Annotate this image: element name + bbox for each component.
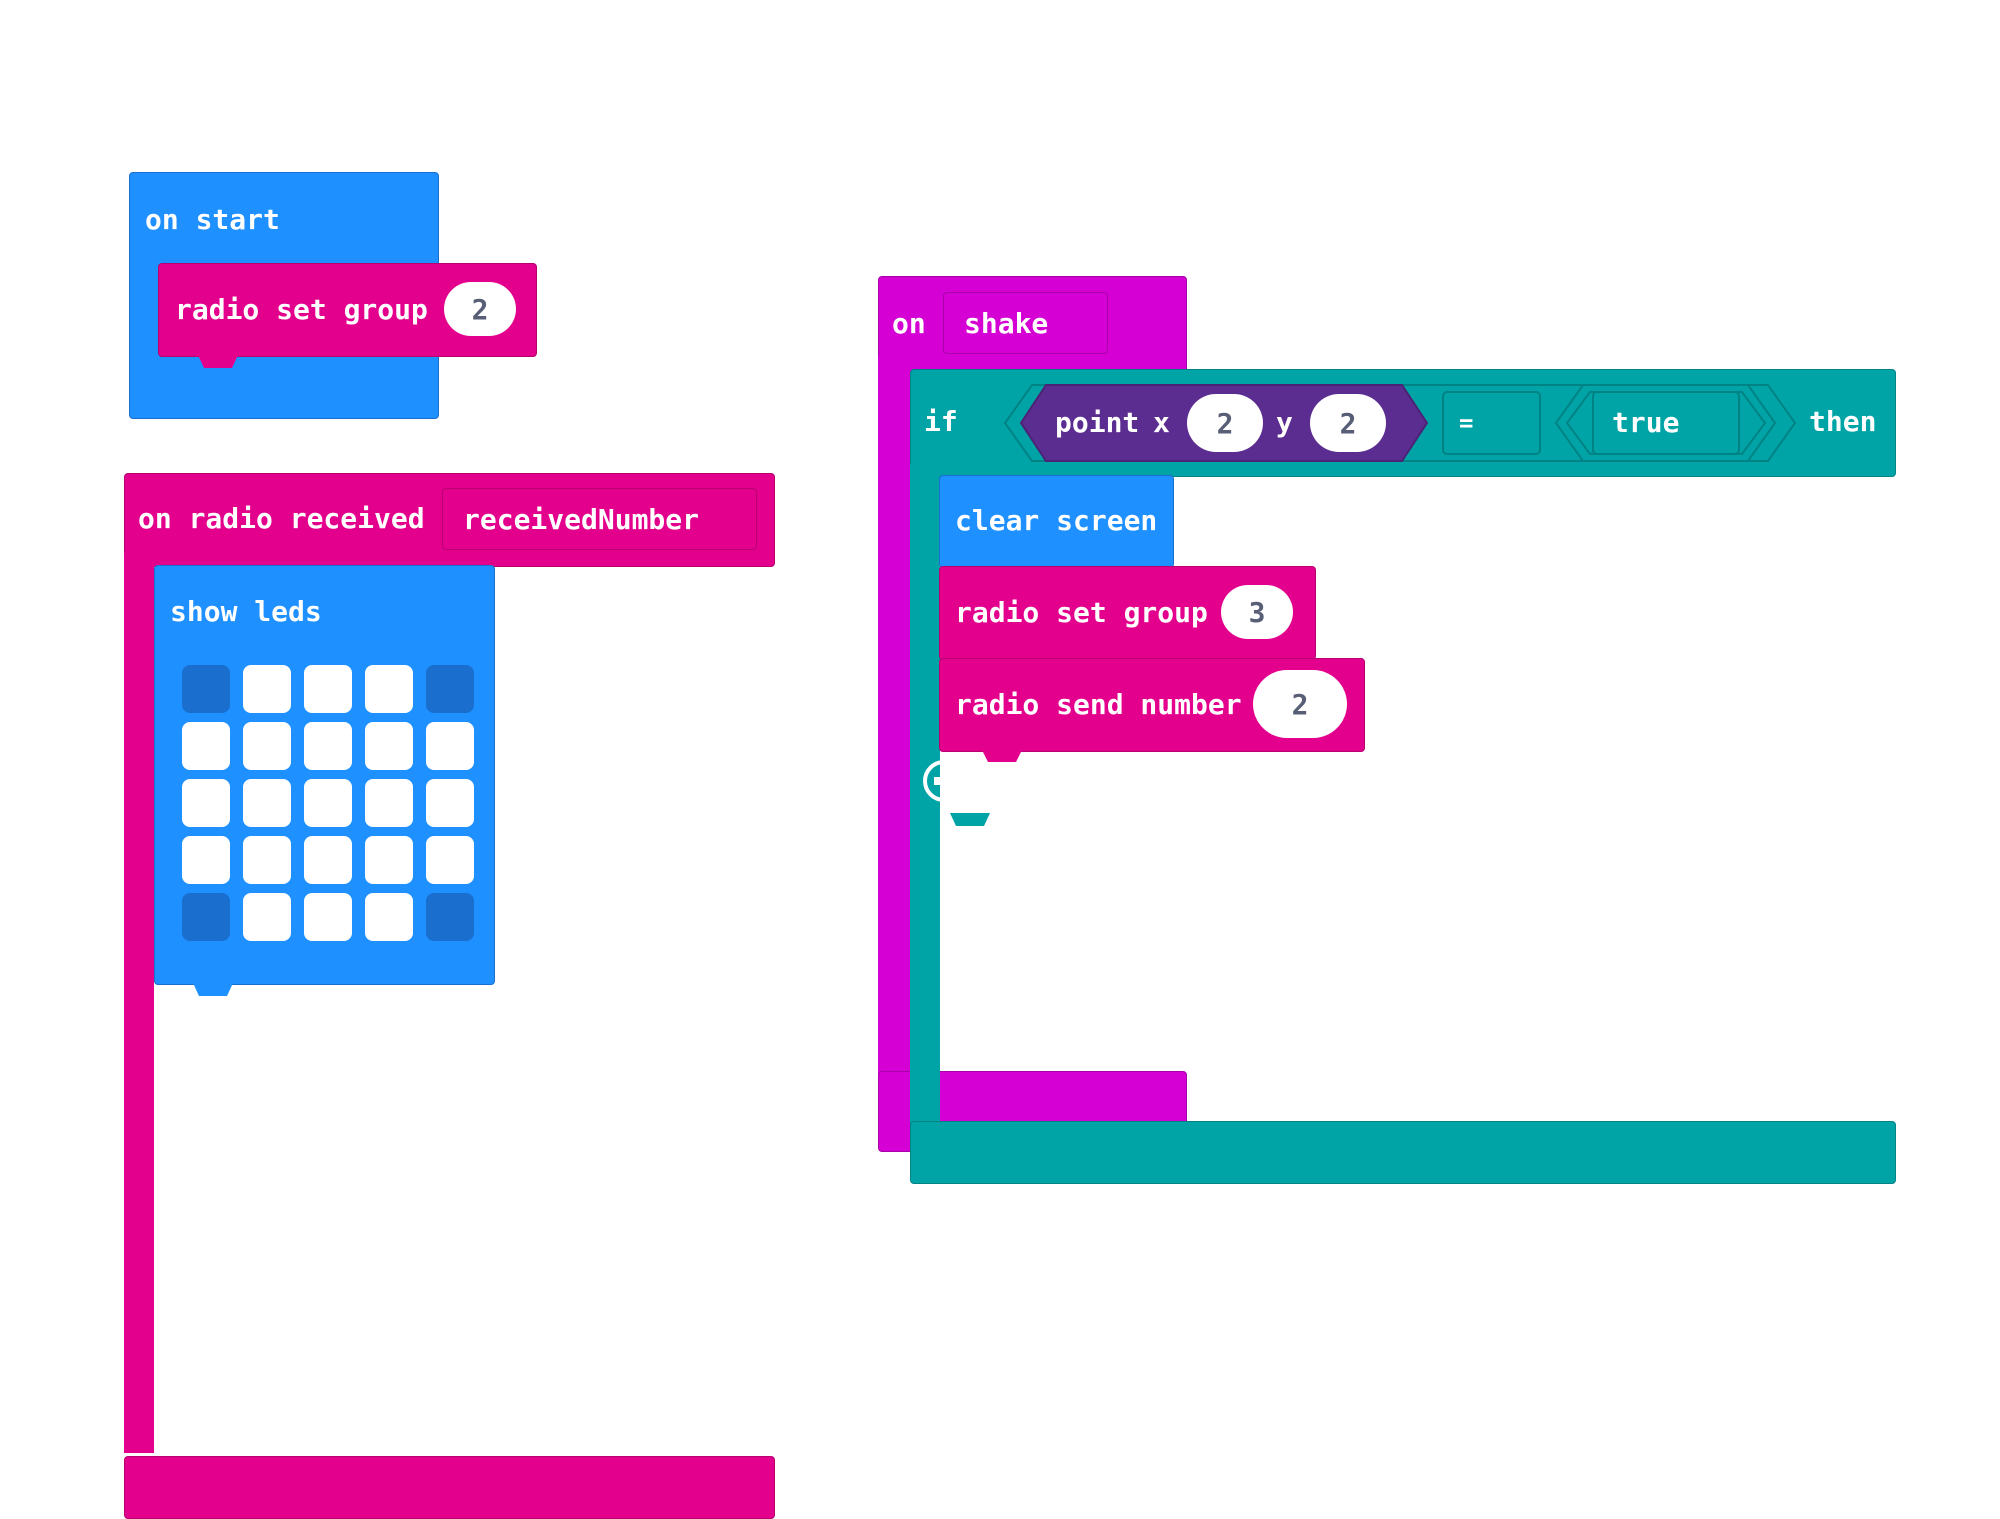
led-cell[interactable] [182,779,230,827]
plus-circle-icon[interactable] [0,0,2000,1154]
led-cell[interactable] [426,893,474,941]
led-cell[interactable] [365,836,413,884]
on-start-label: on start [145,203,280,236]
led-cell[interactable] [365,665,413,713]
send-number-input[interactable]: 2 [1253,670,1347,738]
led-cell[interactable] [365,722,413,770]
point-y-label: y [1276,406,1293,439]
point-y-input[interactable]: 2 [1310,394,1386,452]
led-cell[interactable] [426,836,474,884]
led-cell[interactable] [304,722,352,770]
led-cell[interactable] [243,665,291,713]
on-shake-side [878,356,910,1076]
led-cell[interactable] [365,893,413,941]
led-cell[interactable] [426,665,474,713]
true-dropdown[interactable]: true [1612,406,1680,439]
led-cell[interactable] [243,836,291,884]
on-radio-received-bottom [124,1456,775,1519]
group-number-input[interactable]: 2 [444,282,516,336]
then-label: then [1809,405,1877,438]
led-cell[interactable] [426,779,474,827]
led-cell[interactable] [243,779,291,827]
led-grid[interactable] [182,665,482,965]
led-cell[interactable] [243,893,291,941]
point-x-label: x [1153,406,1170,439]
show-leds-label: show leds [170,595,322,628]
led-cell[interactable] [182,893,230,941]
led-cell[interactable] [365,779,413,827]
led-cell[interactable] [304,665,352,713]
on-label: on [892,307,926,340]
group-number-input-3[interactable]: 3 [1221,585,1293,639]
led-cell[interactable] [304,779,352,827]
received-number-parameter[interactable]: receivedNumber [442,488,757,550]
point-x-input[interactable]: 2 [1187,394,1263,452]
operator-dropdown[interactable]: = [1459,409,1474,437]
on-radio-received-label: on radio received [138,502,425,535]
if-side [910,464,940,1124]
led-cell[interactable] [182,836,230,884]
clear-screen-body [939,475,1174,568]
led-cell[interactable] [182,722,230,770]
radio-set-group-3-label: radio set group [955,596,1208,629]
led-cell[interactable] [243,722,291,770]
radio-set-group-label: radio set group [175,293,428,326]
if-label: if [924,405,958,438]
led-cell[interactable] [426,722,474,770]
led-cell[interactable] [182,665,230,713]
radio-send-number-label: radio send number [955,688,1242,721]
led-cell[interactable] [304,836,352,884]
point-label: point [1055,406,1140,439]
gesture-dropdown[interactable]: shake [943,292,1108,354]
led-cell[interactable] [304,893,352,941]
clear-screen-label: clear screen [955,504,1158,537]
